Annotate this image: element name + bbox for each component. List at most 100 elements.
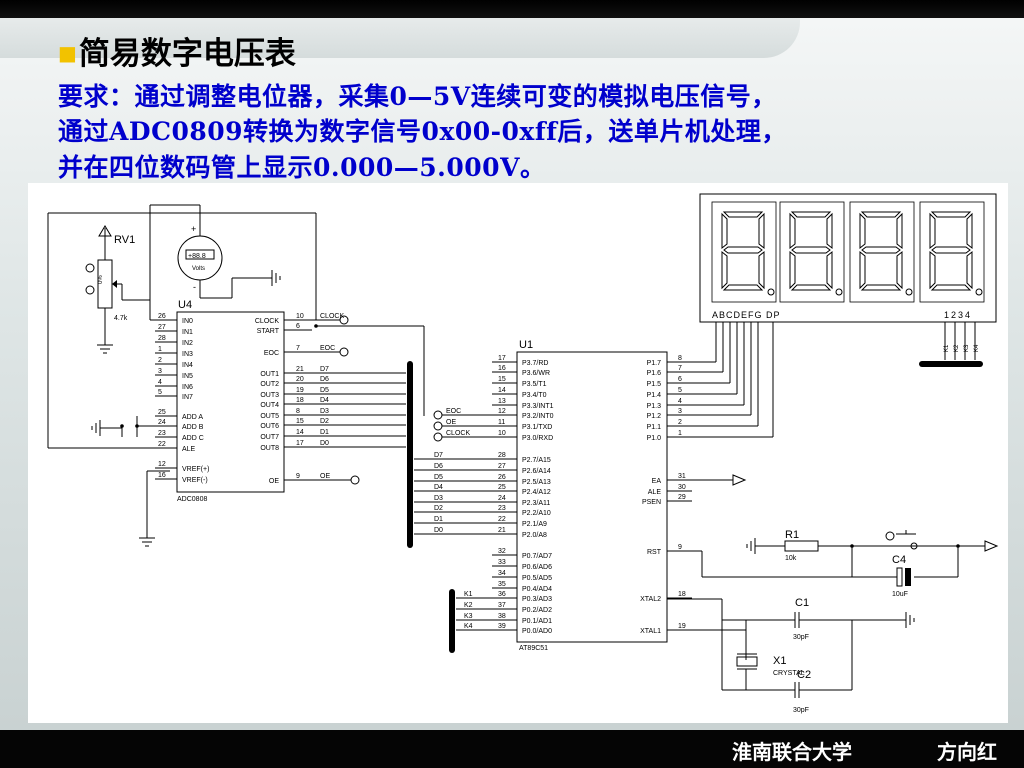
- pin-number: 7: [678, 365, 682, 372]
- pin-name: P2.6/A14: [522, 468, 551, 475]
- pin-name: P1.3: [647, 403, 662, 410]
- pin-number: 33: [498, 559, 506, 566]
- net-label: OE: [446, 419, 456, 426]
- r1-ref: R1: [785, 529, 799, 541]
- net-label: D2: [434, 505, 443, 512]
- pin-number: 31: [678, 473, 686, 480]
- requirement-line-1: 要求：通过调整电位器，采集0—5V连续可变的模拟电压信号，: [58, 82, 777, 111]
- svg-text:-: -: [193, 282, 196, 292]
- pin-name: P3.4/T0: [522, 392, 547, 399]
- pin-name: P1.2: [647, 413, 662, 420]
- square-bullet-icon: ■: [58, 41, 77, 65]
- net-label: D7: [320, 366, 329, 373]
- pin-name: IN3: [182, 351, 193, 358]
- requirement-line-2: 通过ADC0809转换为数字信号0x00-0xff后，送单片机处理，: [58, 117, 787, 146]
- net-label: D7: [434, 452, 443, 459]
- pin-number: 28: [158, 335, 166, 342]
- pin-name: P2.4/A12: [522, 489, 551, 496]
- pin-name: OUT5: [260, 413, 279, 420]
- net-label: D6: [434, 463, 443, 470]
- net-label: K2: [954, 344, 960, 352]
- pin-number: 11: [498, 419, 505, 426]
- net-label: OE: [320, 473, 330, 480]
- pin-name: P1.7: [647, 360, 662, 367]
- pin-number: 27: [498, 463, 506, 470]
- pin-number: 22: [158, 441, 166, 448]
- pin-number: 5: [158, 389, 162, 396]
- pin-name: P2.1/A9: [522, 521, 547, 528]
- terminal-icon: [433, 432, 443, 442]
- terminal-icon: [350, 475, 360, 485]
- pin-number: 8: [678, 355, 682, 362]
- pin-name: P3.3/INT1: [522, 403, 554, 410]
- pin-name: P2.5/A13: [522, 479, 551, 486]
- net-label: CLOCK: [320, 313, 344, 320]
- x1-ref: X1: [773, 655, 786, 667]
- potentiometer-rv1: RV1 4.7k 0%: [85, 225, 135, 354]
- pin-number: 18: [296, 397, 304, 404]
- pin-number: 34: [498, 570, 506, 577]
- pin-name: P2.7/A15: [522, 457, 551, 464]
- pin-name: START: [257, 328, 280, 335]
- pin-number: 26: [158, 313, 166, 320]
- pin-name: P3.7/RD: [522, 360, 548, 367]
- pin-name: P0.2/AD2: [522, 607, 552, 614]
- pin-name: P1.5: [647, 381, 662, 388]
- pin-name: OUT8: [260, 445, 279, 452]
- pin-name: P0.7/AD7: [522, 553, 552, 560]
- rv1-ref: RV1: [114, 234, 135, 246]
- net-label: D5: [434, 474, 443, 481]
- pin-number: 23: [498, 505, 506, 512]
- pin-name: OUT1: [260, 371, 279, 378]
- net-label: D4: [434, 484, 443, 491]
- pin-name: P3.6/WR: [522, 370, 550, 377]
- pin-number: 9: [296, 473, 300, 480]
- adc-chip-u4: U4 ADC0808 26IN027IN128IN21IN32IN43IN54I…: [155, 299, 406, 503]
- pin-number: 20: [296, 376, 304, 383]
- crystal-x1: [736, 656, 758, 667]
- net-label: D0: [320, 440, 329, 447]
- net-label: D1: [434, 516, 443, 523]
- net-label: D3: [434, 495, 443, 502]
- footer-bar: [0, 730, 1024, 768]
- pin-number: 4: [158, 379, 162, 386]
- pin-number: 10: [498, 430, 506, 437]
- adc-ref: U4: [178, 299, 192, 311]
- pin-name: P3.2/INT0: [522, 413, 554, 420]
- net-label: K1: [944, 344, 950, 352]
- net-label: K3: [464, 613, 473, 620]
- pin-number: 16: [158, 472, 166, 479]
- pin-name: OUT3: [260, 392, 279, 399]
- pin-number: 24: [158, 419, 166, 426]
- pin-name: IN1: [182, 329, 193, 336]
- mcu-part: AT89C51: [519, 645, 548, 652]
- pin-name: P1.6: [647, 370, 662, 377]
- mcu-chip-u1: U1 AT89C51 17P3.7/RD16P3.6/WR15P3.5/T114…: [414, 339, 747, 652]
- mcu-ref: U1: [519, 339, 533, 351]
- pin-name: P2.3/A11: [522, 500, 550, 507]
- pin-name: XTAL1: [640, 628, 661, 635]
- voltmeter-unit: Volts: [192, 266, 205, 272]
- net-label: K2: [464, 602, 473, 609]
- pin-name: P2.0/A8: [522, 532, 547, 539]
- pin-number: 36: [498, 591, 506, 598]
- pin-name: OUT6: [260, 423, 279, 430]
- pin-number: 12: [158, 461, 166, 468]
- pin-number: 19: [678, 623, 686, 630]
- terminal-icon: [433, 410, 443, 420]
- pin-name: IN6: [182, 384, 193, 391]
- net-label: D2: [320, 418, 329, 425]
- c1-ref: C1: [795, 597, 809, 609]
- pin-number: 39: [498, 623, 506, 630]
- pin-number: 4: [678, 398, 682, 405]
- digit-labels: 1234: [944, 310, 972, 320]
- pin-name: P3.5/T1: [522, 381, 547, 388]
- pin-name: P0.4/AD4: [522, 586, 552, 593]
- pin-number: 38: [498, 613, 506, 620]
- pin-number: 16: [498, 365, 506, 372]
- pin-number: 2: [158, 357, 162, 364]
- pin-number: 13: [498, 398, 506, 405]
- pin-number: 18: [678, 591, 686, 598]
- pin-number: 6: [678, 376, 682, 383]
- pin-number: 29: [678, 494, 686, 501]
